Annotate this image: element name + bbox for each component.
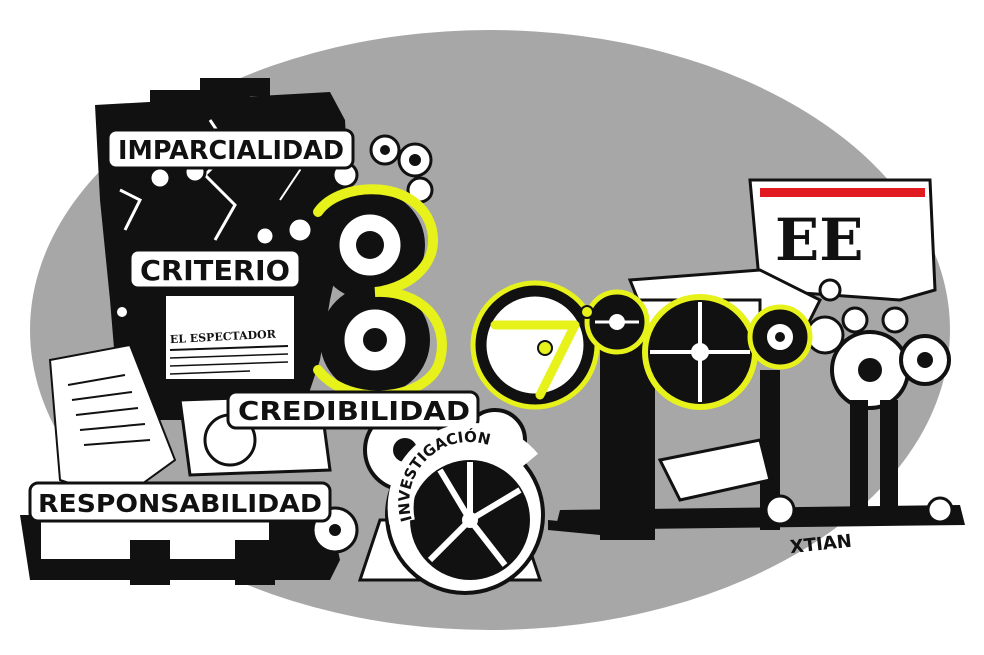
digit-0-third bbox=[747, 304, 813, 370]
label-responsabilidad: RESPONSABILIDAD bbox=[28, 481, 332, 523]
big-number-37000 bbox=[313, 184, 813, 410]
label-credibilidad-text: CREDIBILIDAD bbox=[238, 397, 470, 427]
label-criterio-text: CRITERIO bbox=[140, 254, 290, 287]
investigation-turbine bbox=[357, 435, 545, 595]
ee-logo: EE bbox=[775, 206, 863, 274]
digit-3 bbox=[313, 184, 447, 401]
label-imparcialidad: IMPARCIALIDAD bbox=[106, 128, 355, 170]
digit-0-second bbox=[642, 294, 758, 410]
newspaper: EL ESPECTADOR bbox=[164, 294, 296, 381]
decimal-gear bbox=[580, 305, 594, 319]
label-responsabilidad-text: RESPONSABILIDAD bbox=[38, 489, 322, 518]
digit-0-first bbox=[584, 289, 650, 355]
paper-stack bbox=[48, 343, 177, 502]
digit-7 bbox=[470, 280, 600, 410]
label-credibilidad: CREDIBILIDAD bbox=[226, 390, 480, 430]
newspaper-masthead: EL ESPECTADOR bbox=[170, 328, 277, 347]
logo-red-bar bbox=[760, 188, 925, 197]
label-criterio: CRITERIO bbox=[128, 248, 302, 290]
label-imparcialidad-text: IMPARCIALIDAD bbox=[118, 136, 344, 166]
